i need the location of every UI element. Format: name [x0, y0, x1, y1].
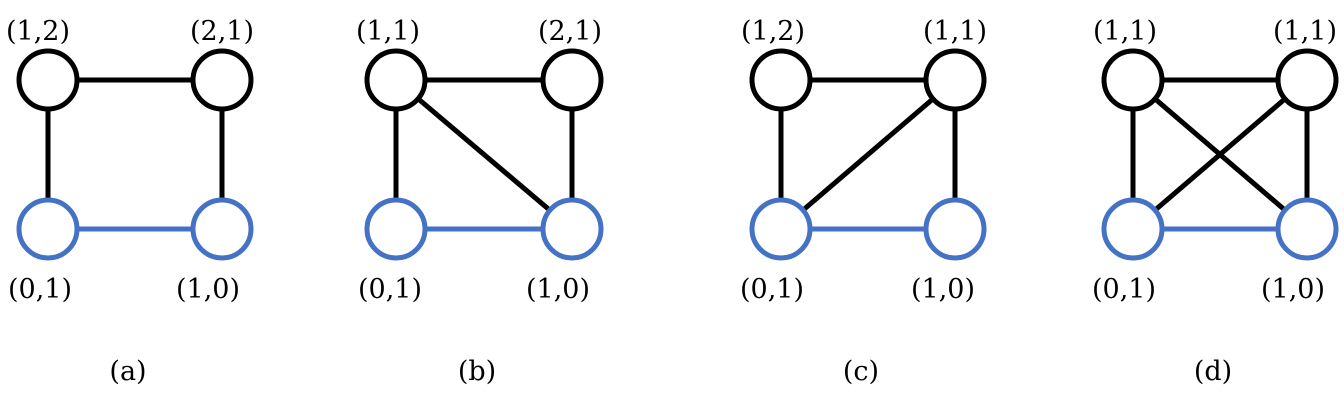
node-tr — [190, 48, 254, 112]
node-tr — [1275, 48, 1339, 112]
node-label-tl: (1,2) — [741, 16, 805, 47]
node-label-bl: (0,1) — [740, 274, 804, 305]
node-label-bl: (0,1) — [8, 274, 72, 305]
node-bl — [1101, 197, 1165, 261]
node-br — [1275, 197, 1339, 261]
graph-a: (1,2) (2,1) (0,1) (1,0) (a) — [6, 16, 254, 387]
node-tl — [749, 48, 813, 112]
node-label-bl: (0,1) — [1092, 274, 1156, 305]
edge-tr-bl — [779, 78, 957, 231]
node-tl — [16, 48, 80, 112]
node-br — [540, 197, 604, 261]
graph-c: (1,2) (1,1) (0,1) (1,0) (c) — [740, 16, 987, 387]
node-bl — [749, 197, 813, 261]
node-label-tr: (2,1) — [190, 16, 254, 47]
graph-b: (1,1) (2,1) (0,1) (1,0) (b) — [356, 16, 604, 387]
node-label-br: (1,0) — [911, 274, 975, 305]
node-tl — [1101, 48, 1165, 112]
edge-tl-br — [394, 78, 574, 231]
node-label-tl: (1,1) — [356, 16, 420, 47]
node-label-tl: (1,1) — [1093, 16, 1157, 47]
node-label-bl: (0,1) — [358, 274, 422, 305]
node-bl — [364, 197, 428, 261]
node-label-tr: (2,1) — [538, 16, 602, 47]
caption: (a) — [109, 356, 146, 387]
node-label-tr: (1,1) — [1273, 16, 1337, 47]
node-tl — [364, 48, 428, 112]
node-label-tl: (1,2) — [6, 16, 70, 47]
caption: (c) — [843, 356, 879, 387]
node-bl — [16, 197, 80, 261]
edge-tr-bl — [1131, 78, 1309, 231]
node-label-br: (1,0) — [526, 274, 590, 305]
node-tr — [540, 48, 604, 112]
node-label-br: (1,0) — [1261, 274, 1325, 305]
node-label-br: (1,0) — [176, 274, 240, 305]
node-br — [190, 197, 254, 261]
node-tr — [923, 48, 987, 112]
caption: (d) — [1194, 356, 1232, 387]
node-label-tr: (1,1) — [923, 16, 987, 47]
node-br — [923, 197, 987, 261]
graph-d: (1,1) (1,1) (0,1) (1,0) (d) — [1092, 16, 1339, 387]
caption: (b) — [458, 356, 496, 387]
